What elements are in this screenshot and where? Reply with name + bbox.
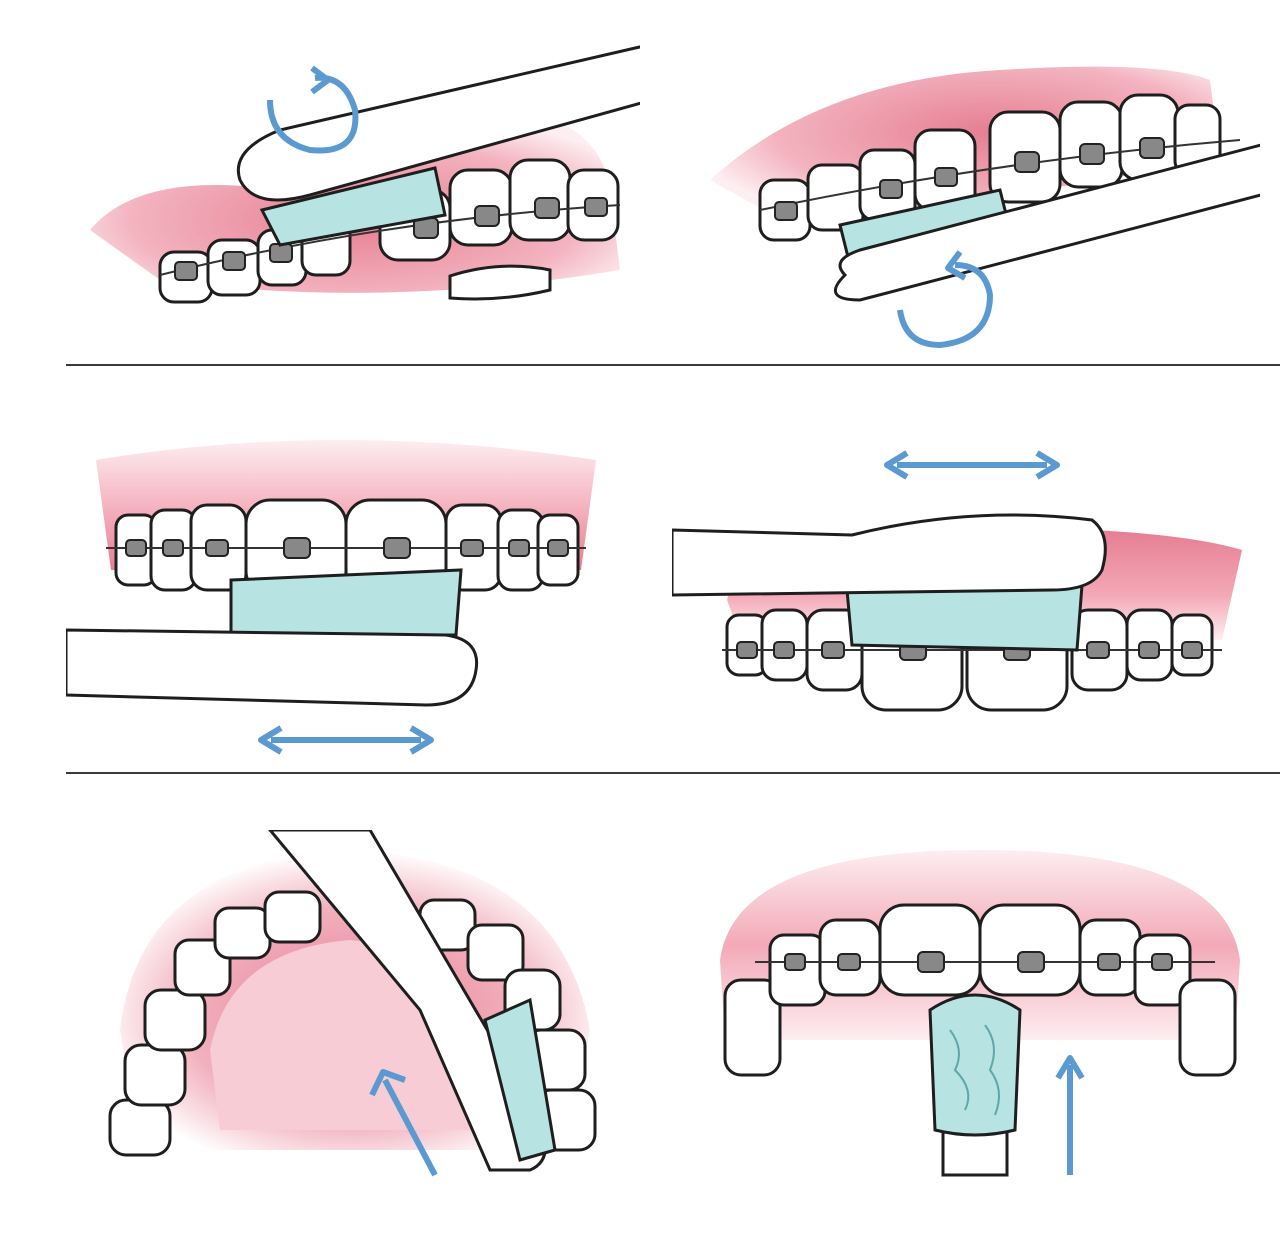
toothbrush: [66, 568, 479, 707]
panel-lower-outer-circular: [710, 66, 1260, 349]
panel-upper-outer-circular: [90, 45, 640, 304]
bristles: [845, 583, 1084, 652]
toothbrush: [268, 830, 557, 1172]
divider-bottom: [66, 772, 1280, 774]
rotate-arrow-icon: [267, 65, 359, 154]
brush-handle: [237, 45, 640, 202]
up-arrow-icon: [369, 1069, 438, 1177]
brackets: [125, 537, 569, 559]
double-arrow-icon: [884, 450, 1060, 480]
panel-upper-front-horizontal: [66, 440, 596, 755]
brush-handle: [672, 513, 1107, 597]
bristles: [259, 166, 447, 247]
panel-lower-front-horizontal: [672, 450, 1242, 712]
divider-top: [66, 364, 1280, 366]
panel-inner-arch-diagonal: [108, 830, 597, 1177]
toothbrush: [928, 993, 1022, 1177]
bristles: [928, 993, 1022, 1137]
brackets: [784, 951, 1173, 973]
toothbrush: [672, 513, 1107, 652]
panel-inner-front-vertical: [720, 850, 1240, 1177]
bristles: [229, 568, 463, 637]
brackets: [174, 197, 608, 281]
rotate-arrow-icon: [897, 250, 994, 349]
toothbrush: [833, 143, 1260, 302]
bristles: [483, 997, 557, 1162]
archwire: [759, 139, 1241, 211]
double-arrow-icon: [258, 725, 434, 755]
up-arrow-icon: [1055, 1055, 1085, 1175]
toothbrush: [237, 45, 640, 247]
brush-handle: [66, 628, 479, 707]
brush-handle: [833, 143, 1260, 302]
brackets: [774, 137, 1165, 221]
